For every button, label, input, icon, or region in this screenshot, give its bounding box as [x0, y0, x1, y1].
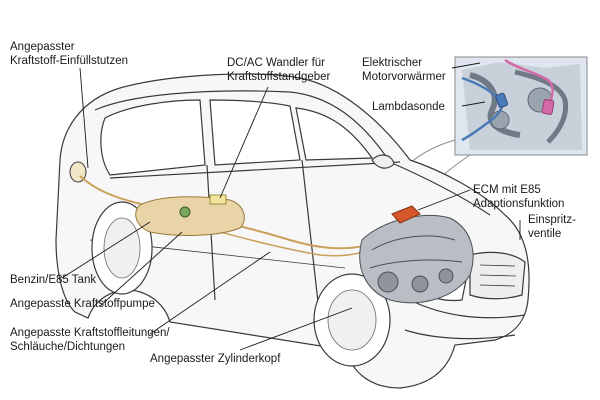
front-wheel [313, 273, 391, 367]
label-injectors: Einspritz- ventile [528, 214, 576, 241]
label-lambda-probe: Lambdasonde [372, 101, 445, 115]
label-filler-neck-line1: Angepasster [10, 41, 75, 53]
fuel-tank [135, 196, 245, 236]
lambda-probe-cable [461, 76, 504, 142]
engine-block [359, 214, 474, 304]
label-ecm: ECM mit E85 Adaptionsfunktion [473, 184, 564, 211]
leader-lines [61, 62, 521, 351]
label-tank: Benzin/E85 Tank [10, 274, 96, 288]
label-fuel-lines-line2: Schläuche/Dichtungen [10, 340, 126, 353]
label-injectors-line1: Einspritz- [528, 214, 576, 226]
label-ecm-line1: ECM mit E85 [473, 184, 541, 196]
label-fuel-lines: Angepasste Kraftstoffleitungen/ Schläuch… [10, 327, 170, 354]
rear-wheel [91, 201, 153, 295]
label-fuel-lines-line1: Angepasste Kraftstoffleitungen/ [10, 327, 170, 339]
label-engine-heater-line1: Elektrischer [362, 57, 423, 69]
label-engine-heater: Elektrischer Motorvorwärmer [362, 57, 446, 84]
label-dcac-converter: DC/AC Wandler für Kraftstoffstandgeber [227, 57, 330, 84]
label-filler-neck: Angepasster Kraftstoff-Einfüllstutzen [10, 41, 128, 68]
label-dcac-converter-line2: Kraftstoffstandgeber [227, 70, 331, 83]
label-lambda-probe-text: Lambdasonde [372, 101, 445, 113]
label-injectors-line2: ventile [528, 227, 562, 240]
label-cylinder-head-text: Angepasster Zylinderkopf [150, 353, 281, 365]
label-dcac-converter-line1: DC/AC Wandler für [227, 57, 325, 69]
label-fuel-pump: Angepasste Kraftstoffpumpe [10, 298, 155, 312]
label-cylinder-head: Angepasster Zylinderkopf [150, 353, 280, 367]
label-tank-text: Benzin/E85 Tank [10, 274, 97, 286]
ecm-unit [391, 205, 421, 224]
label-ecm-line2: Adaptionsfunktion [473, 197, 565, 210]
inset-engine-detail [454, 56, 588, 156]
dcac-converter-unit [209, 194, 227, 205]
label-engine-heater-line2: Motorvorwärmer [362, 70, 446, 83]
label-filler-neck-line2: Kraftstoff-Einfüllstutzen [10, 54, 129, 67]
engine-heater-cable [504, 58, 554, 109]
label-fuel-pump-text: Angepasste Kraftstoffpumpe [10, 298, 155, 310]
